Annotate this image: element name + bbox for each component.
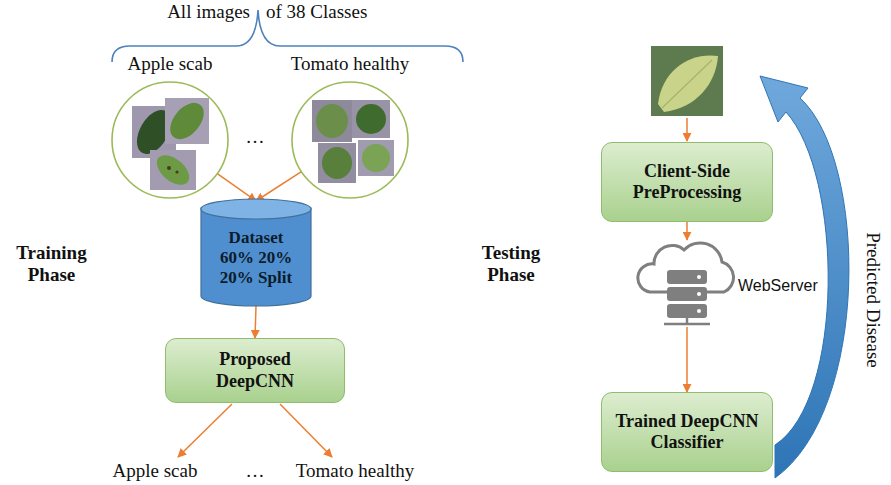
phase-label: Training Phase	[4, 242, 99, 286]
text-label: …	[240, 126, 270, 148]
flow-arrow	[255, 306, 256, 338]
leaf-photos	[130, 97, 211, 191]
circle-outline	[110, 80, 230, 200]
arrow-line	[686, 327, 688, 392]
test-leaf-photo	[651, 46, 723, 116]
text-stack: Trained DeepCNN Classifier	[610, 411, 764, 453]
arrow-line	[686, 222, 688, 240]
text-area: Trained DeepCNN Classifier	[602, 393, 772, 471]
input-arrow	[686, 118, 688, 141]
text-label: Apple scab	[95, 460, 215, 482]
process-box: Client-Side PreProcessing	[601, 142, 773, 222]
text-stack: Dataset60% 20% 20% Split	[213, 228, 299, 288]
text-label: WebServer	[738, 277, 828, 295]
split-text: 60% 20% 20% Split	[213, 248, 299, 288]
box-label: Client-Side PreProcessing	[610, 161, 764, 203]
circle-outline	[290, 80, 410, 200]
class-heading: Tomato healthy	[275, 52, 425, 76]
output-arrow	[280, 404, 332, 457]
text-area: Dataset60% 20% 20% Split	[200, 198, 312, 306]
process-box: Trained DeepCNN Classifier	[601, 392, 773, 472]
phase-label: Testing Phase	[466, 242, 556, 286]
text-stack: Client-Side PreProcessing	[610, 161, 764, 203]
text-area: Client-Side PreProcessing	[602, 143, 772, 221]
process-box: Proposed DeepCNN	[165, 338, 345, 403]
arrow-line	[255, 306, 256, 338]
text-label: All images	[140, 1, 250, 23]
leaf-photos	[312, 100, 394, 183]
arrow-line	[256, 172, 301, 201]
text-area: Proposed DeepCNN	[166, 339, 344, 402]
class-circle: Tomato healthy	[275, 52, 425, 200]
vertical-label: Predicted Disease	[861, 210, 885, 390]
dataset-title: Dataset	[213, 228, 299, 248]
text-label: Tomato healthy	[285, 460, 425, 482]
dataset-cylinder: Dataset60% 20% 20% Split	[200, 198, 312, 306]
class-heading: Apple scab	[95, 52, 245, 76]
text-label: of 38 Classes	[266, 1, 406, 23]
flow-arrow	[256, 172, 301, 201]
text-label: …	[240, 460, 270, 482]
arrow-line	[217, 174, 256, 201]
box-label: Trained DeepCNN Classifier	[610, 411, 764, 453]
class-circle: Apple scab	[95, 52, 245, 200]
server-icon	[638, 243, 734, 324]
box-label: Proposed DeepCNN	[195, 349, 315, 391]
flow-arrow	[217, 174, 256, 201]
flow-arrow	[687, 222, 688, 392]
text-stack: Proposed DeepCNN	[195, 349, 315, 391]
output-arrow	[178, 404, 232, 457]
